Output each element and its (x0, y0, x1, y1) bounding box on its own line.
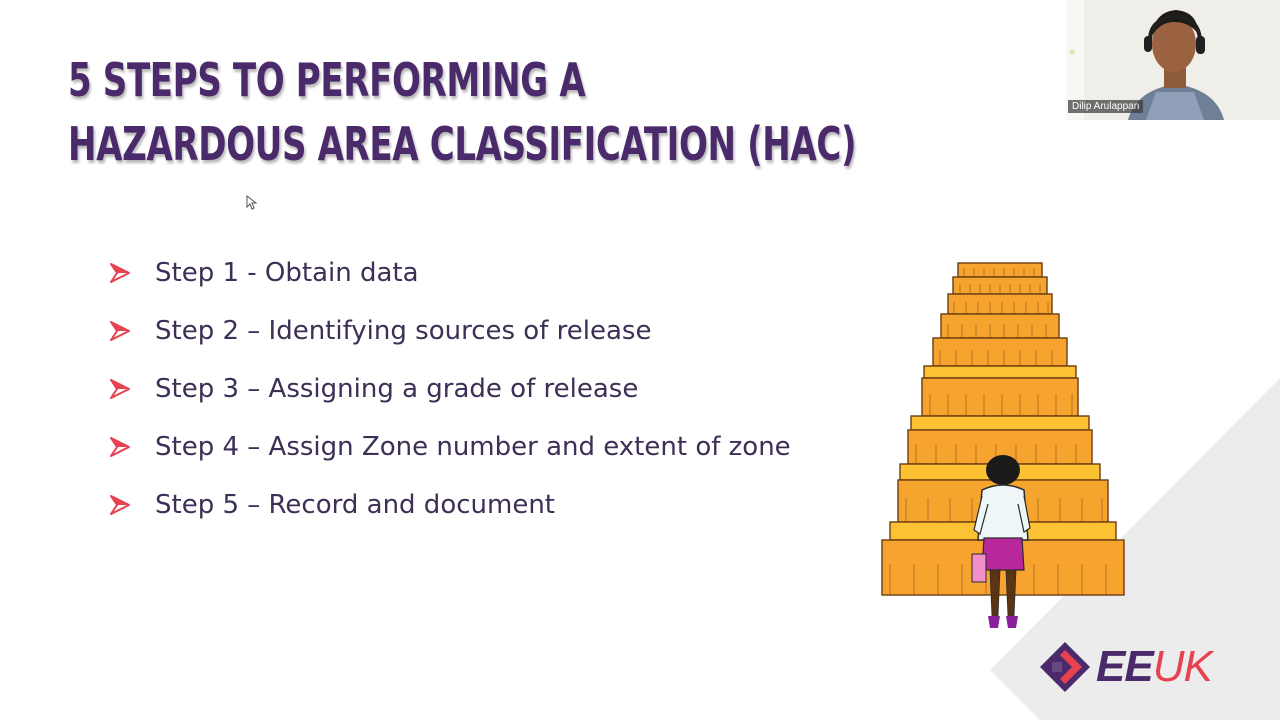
slide-title-line-2: Hazardous Area Classification (HAC) (68, 117, 857, 171)
participant-video-tile[interactable]: Dilip Arulappan (1066, 0, 1280, 120)
participant-name-label: Dilip Arulappan (1068, 100, 1144, 113)
list-item: Step 5 – Record and document (108, 476, 791, 534)
woman-figure (971, 455, 1031, 628)
step-4-text: Step 4 – Assign Zone number and extent o… (155, 432, 791, 462)
staircase-illustration (881, 262, 1125, 628)
step-3-text: Step 3 – Assigning a grade of release (155, 374, 639, 404)
eeuk-diamond-logo-icon (1040, 642, 1090, 692)
stair-steps (881, 262, 1125, 596)
list-item: Step 2 – Identifying sources of release (108, 302, 791, 360)
arrow-bullet-icon (110, 495, 130, 515)
list-item: Step 4 – Assign Zone number and extent o… (108, 418, 791, 476)
logo-wordmark: EEUK (1096, 642, 1213, 691)
slide-title: 5 Steps to Performing a Hazardous Area C… (68, 48, 857, 176)
slide-title-line-1: 5 Steps to Performing a (68, 53, 586, 107)
mouse-cursor-icon (246, 195, 258, 210)
logo-wordmark-secondary: UK (1152, 642, 1213, 691)
step-1-text: Step 1 - Obtain data (155, 258, 419, 288)
step-5-text: Step 5 – Record and document (155, 490, 555, 520)
arrow-bullet-icon (110, 437, 130, 457)
step-2-text: Step 2 – Identifying sources of release (155, 316, 652, 346)
steps-list: Step 1 - Obtain data Step 2 – Identifyin… (108, 244, 791, 534)
arrow-bullet-icon (110, 321, 130, 341)
list-item: Step 3 – Assigning a grade of release (108, 360, 791, 418)
eeuk-logo: EEUK (1038, 640, 1213, 694)
arrow-bullet-icon (110, 379, 130, 399)
list-item: Step 1 - Obtain data (108, 244, 791, 302)
arrow-bullet-icon (110, 263, 130, 283)
logo-wordmark-primary: EE (1096, 642, 1154, 691)
